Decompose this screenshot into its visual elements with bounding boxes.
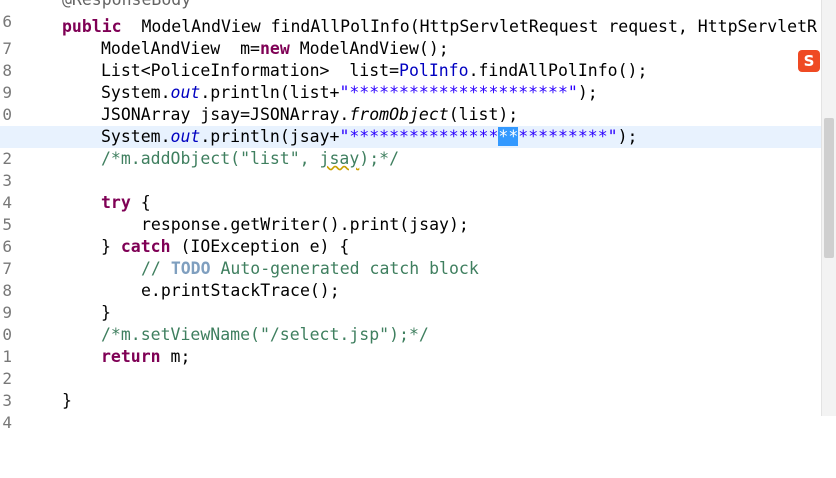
code-text: e.printStackTrace();	[141, 281, 340, 300]
todo-tag: TODO	[170, 259, 211, 278]
comment: //	[141, 259, 171, 278]
code-text: System.	[101, 127, 171, 146]
code-line[interactable]: 2 return m;	[0, 346, 822, 388]
line-number: 7	[2, 259, 12, 278]
line-number-gutter	[0, 0, 12, 416]
code-text: ModelAndView();	[289, 39, 449, 58]
code-text: System.	[101, 83, 171, 102]
keyword: return	[101, 347, 161, 366]
line-number: 0	[2, 325, 12, 344]
code-line[interactable]: 1 /*m.setViewName("/select.jsp");*/	[0, 324, 822, 366]
line-number: 6	[2, 237, 12, 256]
line-number: 8	[2, 281, 12, 300]
code-text: );	[617, 127, 638, 146]
code-text: JSONArray jsay=JSONArray.	[101, 105, 350, 124]
code-text: .println(list+	[200, 83, 340, 102]
comment: );*/	[359, 149, 400, 168]
keyword: public	[62, 17, 122, 36]
code-line[interactable]: 0 }	[0, 302, 822, 344]
string-literal: *********"	[518, 127, 618, 146]
line-number: 8	[2, 61, 12, 80]
line-number: 2	[2, 149, 12, 168]
code-line[interactable]: 4	[0, 170, 822, 212]
code-line[interactable]: 3 /*m.addObject("list", jsay);*/	[0, 148, 822, 190]
code-line[interactable]: 7 } catch (IOException e) {	[0, 236, 822, 278]
scrollbar-thumb[interactable]	[824, 118, 834, 258]
spelling-warning: jsay	[319, 149, 360, 168]
code-text: m;	[160, 347, 191, 366]
static-method: fromObject	[349, 105, 449, 124]
code-line[interactable]: 9 List<PoliceInformation> list=PolInfo.f…	[0, 60, 822, 102]
keyword: new	[259, 39, 290, 58]
line-number: 4	[2, 193, 12, 212]
code-line[interactable]: 3	[0, 368, 822, 410]
code-text: List<PoliceInformation> list=	[101, 61, 400, 80]
code-text: response.getWriter().print(jsay);	[141, 215, 469, 234]
line-number: 5	[2, 215, 12, 234]
code-line[interactable]: 9 e.printStackTrace();	[0, 280, 822, 322]
code-line[interactable]: 8 // TODO Auto-generated catch block	[0, 258, 822, 300]
line-number: 7	[2, 39, 12, 58]
code-line[interactable]: 7 public ModelAndView findAllPolInfo(Htt…	[0, 16, 822, 58]
keyword: try	[101, 193, 131, 212]
code-text: ModelAndView m=	[101, 39, 260, 58]
ime-toolbar[interactable]: S	[798, 50, 822, 74]
code-line[interactable]: 1 JSONArray jsay=JSONArray.fromObject(li…	[0, 104, 822, 146]
code-text: ModelAndView findAllPolInfo(HttpServletR…	[121, 17, 817, 36]
annotation: @ResponseBody	[62, 0, 191, 9]
code-text: }	[62, 391, 72, 410]
code-text: (IOException e) {	[170, 237, 350, 256]
string-literal: "**********************"	[339, 83, 578, 102]
sogou-ime-icon[interactable]: S	[798, 50, 820, 72]
code-text: {	[130, 193, 151, 212]
code-editor[interactable]: 6 @ResponseBody 7 public ModelAndView fi…	[0, 0, 822, 432]
code-text: }	[101, 303, 111, 322]
static-field: out	[170, 83, 201, 102]
comment: /*m.addObject("list",	[101, 149, 320, 168]
code-text: (list);	[448, 105, 519, 124]
comment: /*m.setViewName("/select.jsp");*/	[101, 325, 429, 344]
line-number: 6	[2, 12, 12, 31]
text-selection[interactable]: **	[498, 127, 519, 146]
line-number: 3	[2, 171, 12, 190]
code-line[interactable]: 0 System.out.println(list+"*************…	[0, 82, 822, 124]
code-line[interactable]: 6 @ResponseBody	[0, 0, 822, 31]
line-number: 9	[2, 83, 12, 102]
code-text: .findAllPolInfo();	[468, 61, 648, 80]
comment: Auto-generated catch block	[210, 259, 479, 278]
line-number: 9	[2, 303, 12, 322]
string-literal: "***************	[339, 127, 499, 146]
keyword: catch	[120, 237, 171, 256]
code-line[interactable]: 8 ModelAndView m=new ModelAndView();	[0, 38, 822, 80]
code-line[interactable]: 4 }	[0, 390, 822, 432]
line-number: 3	[2, 391, 12, 410]
code-text: .println(jsay+	[200, 127, 340, 146]
code-line[interactable]: 5 try {	[0, 192, 822, 234]
line-number: 2	[2, 369, 12, 388]
line-number: 0	[2, 105, 12, 124]
current-code-line[interactable]: 2 System.out.println(jsay+"*************…	[0, 126, 822, 168]
vertical-scrollbar[interactable]	[821, 0, 836, 416]
line-number: 1	[2, 347, 12, 366]
line-number: 4	[2, 413, 12, 432]
static-field: out	[170, 127, 201, 146]
class-reference: PolInfo	[399, 61, 469, 80]
code-text: );	[577, 83, 598, 102]
code-line[interactable]: 6 response.getWriter().print(jsay);	[0, 214, 822, 256]
code-text: }	[101, 237, 121, 256]
